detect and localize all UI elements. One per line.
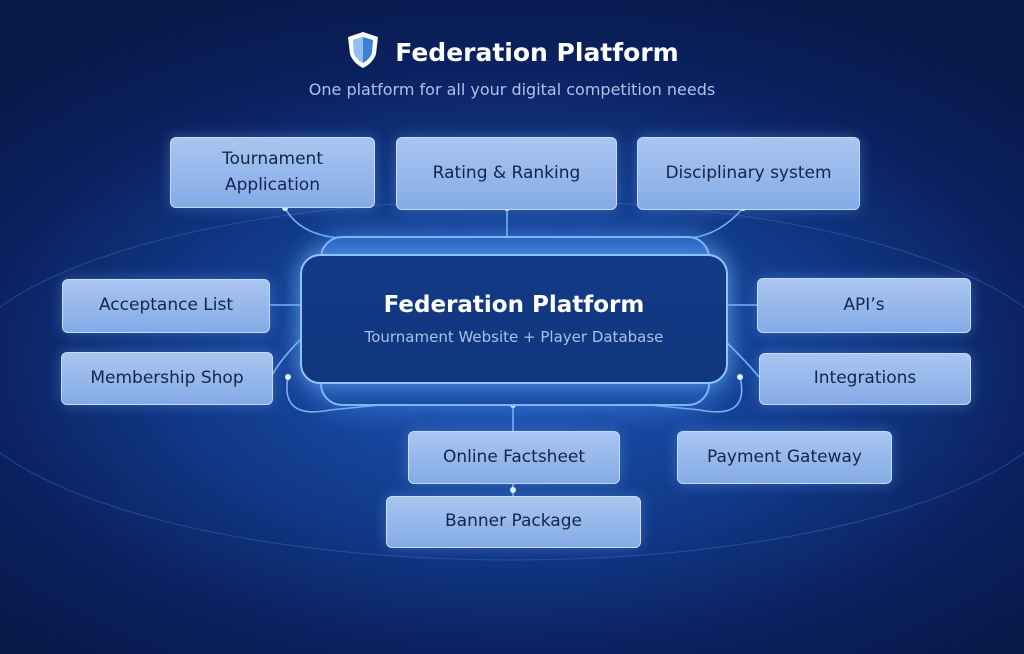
node-apis: API’s: [757, 278, 971, 333]
node-disciplinary-system: Disciplinary system: [637, 137, 860, 210]
node-banner-package: Banner Package: [386, 496, 641, 548]
page-title: Federation Platform: [395, 37, 679, 67]
node-acceptance-list: Acceptance List: [62, 279, 270, 333]
shield-icon: [345, 30, 381, 74]
node-rating-ranking: Rating & Ranking: [396, 137, 617, 210]
node-online-factsheet: Online Factsheet: [408, 431, 620, 484]
header: Federation Platform: [0, 30, 1024, 74]
node-membership-shop: Membership Shop: [61, 352, 273, 405]
node-payment-gateway: Payment Gateway: [677, 431, 892, 484]
node-integrations: Integrations: [759, 353, 971, 405]
page-subtitle: One platform for all your digital compet…: [308, 80, 716, 99]
center-subtitle: Tournament Website + Player Database: [364, 328, 664, 346]
center-hub: Federation Platform Tournament Website +…: [300, 254, 728, 384]
node-tournament-application: Tournament Application: [170, 137, 375, 208]
center-title: Federation Platform: [383, 292, 645, 318]
